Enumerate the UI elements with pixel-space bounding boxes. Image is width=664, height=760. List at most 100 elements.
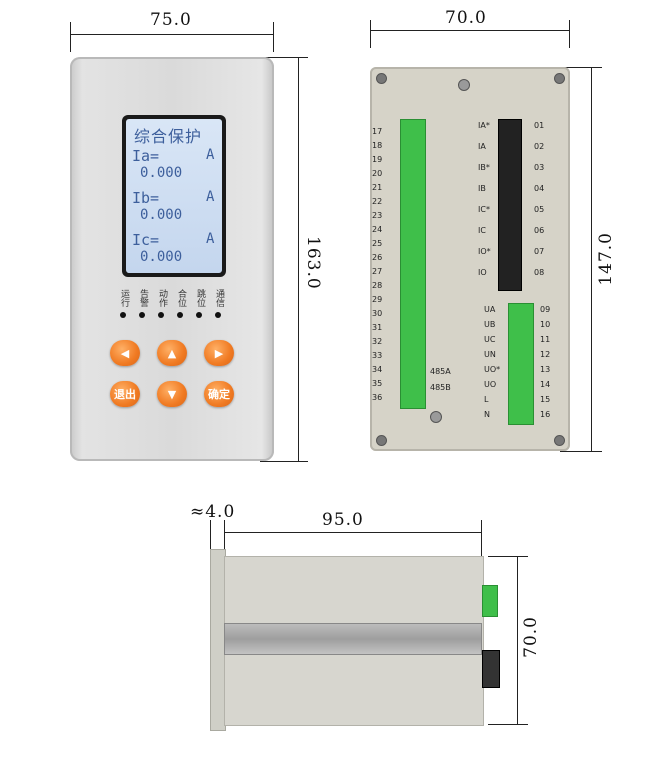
terminal-label: IC*: [478, 205, 490, 214]
confirm-button[interactable]: 确定: [204, 381, 234, 407]
rear-panel: 17 18 19 20 21 22 23 24 25 26 27 28 29 3…: [370, 67, 570, 451]
exit-button[interactable]: 退出: [110, 381, 140, 407]
terminal-number: 05: [534, 205, 545, 214]
lcd-value-ic: 0.000: [140, 249, 183, 265]
led-comm: [215, 312, 221, 318]
mount-hole: [554, 73, 565, 84]
bottom-right-numbers: 09 10 11 12 13 14 15 16: [540, 305, 560, 425]
down-arrow-button[interactable]: ▼: [157, 381, 187, 407]
terminal-label: UO: [484, 380, 497, 389]
terminal-number: 29: [372, 295, 383, 304]
left-terminal-block: [400, 119, 426, 409]
rear-height-label: 147.0: [596, 232, 616, 286]
terminal-label: IB*: [478, 163, 490, 172]
terminal-number: 17: [372, 127, 383, 136]
terminal-label: IB: [478, 184, 486, 193]
right-arrow-button[interactable]: ▶: [204, 340, 234, 366]
terminal-number: 15: [540, 395, 551, 404]
terminal-label: UN: [484, 350, 496, 359]
terminal-label: IA: [478, 142, 486, 151]
terminal-number: 04: [534, 184, 545, 193]
terminal-number: 31: [372, 323, 383, 332]
terminal-label: UC: [484, 335, 496, 344]
lcd-label-ic: Ic=: [132, 231, 160, 249]
mount-hole: [376, 73, 387, 84]
mount-hole: [376, 435, 387, 446]
terminal-number: 02: [534, 142, 545, 151]
terminal-number: 19: [372, 155, 383, 164]
led-tripped: [196, 312, 202, 318]
led-alarm: [139, 312, 145, 318]
led-run: [120, 312, 126, 318]
terminal-number: 22: [372, 197, 383, 206]
front-width-label: 75.0: [150, 10, 192, 30]
terminal-label: IC: [478, 226, 486, 235]
led-label-alarm: 告警: [138, 289, 148, 307]
terminal-label: UO*: [484, 365, 501, 374]
voltage-terminal-block: [508, 303, 534, 425]
lcd-value-ib: 0.000: [140, 207, 183, 223]
led-label-action: 动作: [157, 289, 167, 307]
side-depth-label: 95.0: [322, 510, 364, 530]
mounting-bracket: [224, 623, 482, 655]
terminal-number: 13: [540, 365, 551, 374]
terminal-label: IO*: [478, 247, 491, 256]
left-arrow-button[interactable]: ◀: [110, 340, 140, 366]
lcd-unit-ia: A: [206, 147, 215, 163]
terminal-number: 28: [372, 281, 383, 290]
led-label-comm: 通信: [214, 289, 224, 307]
terminal-number: 16: [540, 410, 551, 419]
terminal-number: 25: [372, 239, 383, 248]
terminal-label: UA: [484, 305, 496, 314]
terminal-number: 14: [540, 380, 551, 389]
terminal-number: 36: [372, 393, 383, 402]
front-panel: 综合保护 Ia= A 0.000 Ib= A 0.000 Ic= A 0.000…: [70, 57, 274, 461]
terminal-number: 07: [534, 247, 545, 256]
terminal-number: 03: [534, 163, 545, 172]
side-height-label: 70.0: [521, 616, 541, 658]
lcd-label-ia: Ia=: [132, 147, 160, 165]
terminal-number: 11: [540, 335, 551, 344]
terminal-number: 08: [534, 268, 545, 277]
terminal-number: 32: [372, 337, 383, 346]
current-terminal-block: [498, 119, 522, 291]
lcd-unit-ic: A: [206, 231, 215, 247]
mount-hole: [554, 435, 565, 446]
terminal-number: 09: [540, 305, 551, 314]
lcd-display: 综合保护 Ia= A 0.000 Ib= A 0.000 Ic= A 0.000: [122, 115, 226, 277]
led-closed: [177, 312, 183, 318]
lcd-title: 综合保护: [134, 127, 203, 146]
bottom-right-labels: UA UB UC UN UO* UO L N: [484, 305, 504, 425]
top-right-labels: IA* IA IB* IB IC* IC IO* IO: [478, 121, 496, 291]
terminal-number: 01: [534, 121, 545, 130]
terminal-number: 21: [372, 183, 383, 192]
terminal-number: 34: [372, 365, 383, 374]
terminal-number: 10: [540, 320, 551, 329]
led-label-run: 运行: [119, 289, 129, 307]
side-gap-label: ≈4.0: [190, 502, 236, 522]
terminal-number: 33: [372, 351, 383, 360]
led-label-tripped: 跳位: [195, 289, 205, 307]
lcd-value-ia: 0.000: [140, 165, 183, 181]
terminal-label: UB: [484, 320, 496, 329]
terminal-number: 24: [372, 225, 383, 234]
terminal-label: IO: [478, 268, 487, 277]
rs485-label-b: 485B: [430, 383, 451, 392]
side-connector: [482, 650, 500, 688]
terminal-number: 12: [540, 350, 551, 359]
lcd-label-ib: Ib=: [132, 189, 160, 207]
side-terminal: [482, 585, 498, 617]
led-action: [158, 312, 164, 318]
rear-width-label: 70.0: [445, 8, 487, 28]
rs485-label-a: 485A: [430, 367, 451, 376]
bottom-screw: [430, 411, 442, 423]
terminal-number: 20: [372, 169, 383, 178]
up-arrow-button[interactable]: ▲: [157, 340, 187, 366]
terminal-number: 26: [372, 253, 383, 262]
terminal-label: IA*: [478, 121, 490, 130]
terminal-number: 18: [372, 141, 383, 150]
terminal-number: 35: [372, 379, 383, 388]
terminal-label: L: [484, 395, 489, 404]
terminal-number: 06: [534, 226, 545, 235]
terminal-label: N: [484, 410, 490, 419]
